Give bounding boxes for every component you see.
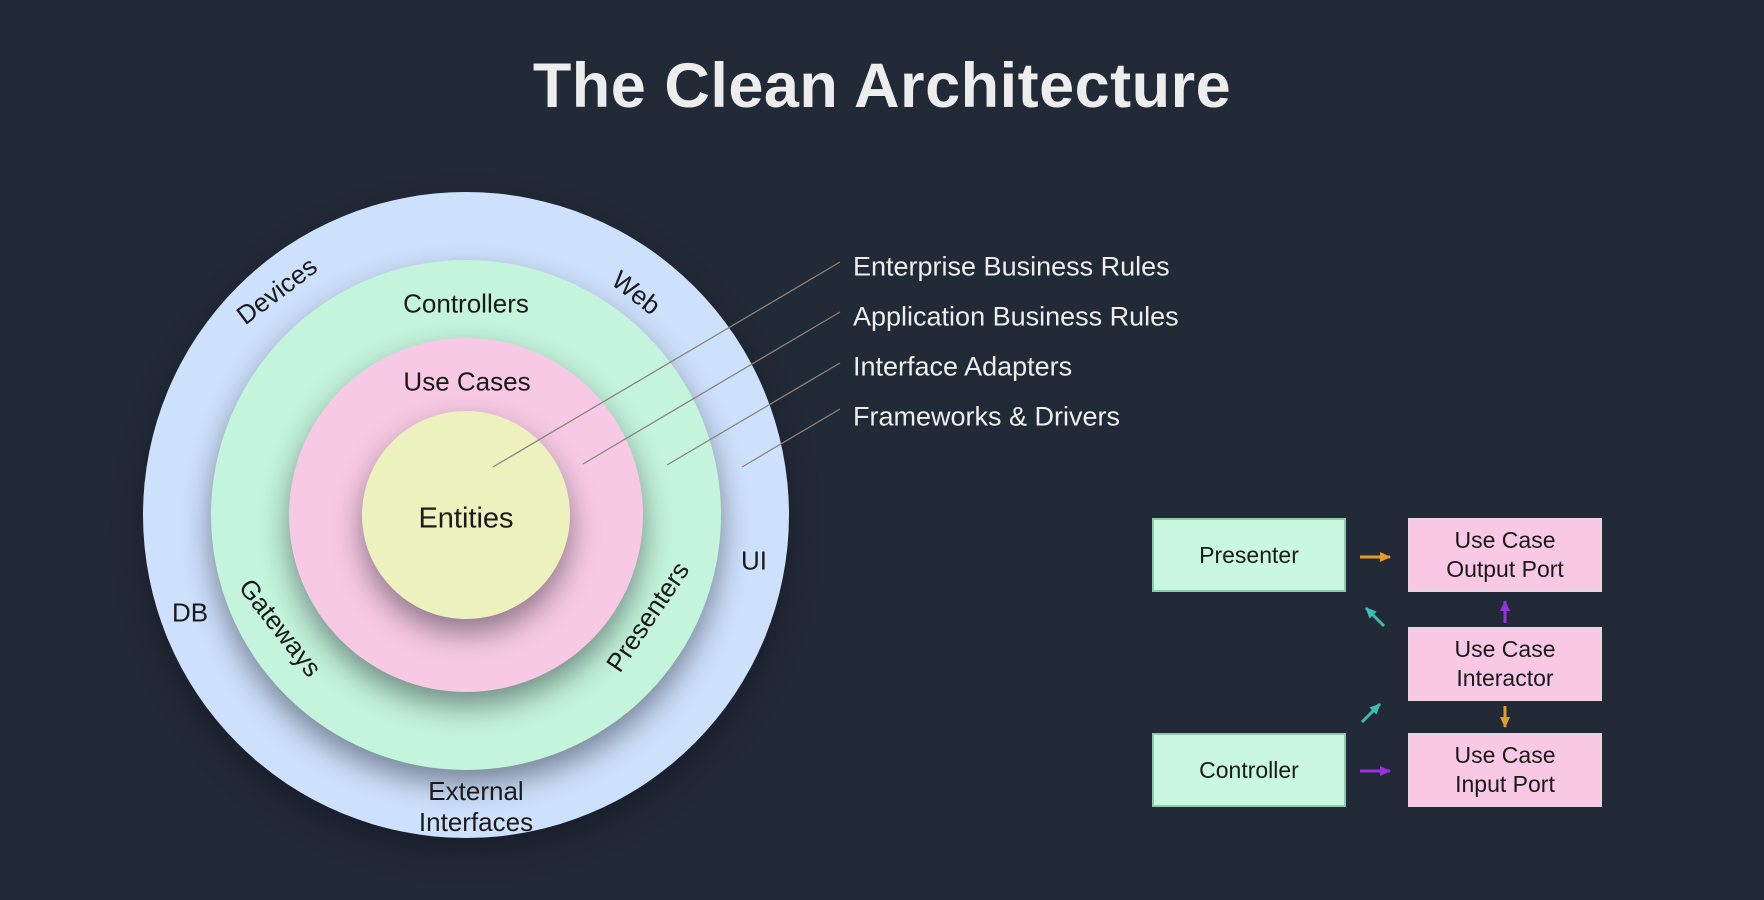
flow-box-controller: Controller	[1152, 733, 1346, 807]
legend-enterprise-business-rules: Enterprise Business Rules	[853, 251, 1170, 282]
label-external-interfaces: External Interfaces	[418, 776, 534, 837]
page-title: The Clean Architecture	[532, 51, 1232, 121]
flow-box-use-case-output-port: Use Case Output Port	[1408, 518, 1602, 592]
flow-box-use-case-input-port: Use Case Input Port	[1408, 733, 1602, 807]
legend-application-business-rules: Application Business Rules	[853, 301, 1179, 332]
legend-frameworks-drivers: Frameworks & Drivers	[853, 401, 1121, 432]
legend-interface-adapters: Interface Adapters	[853, 351, 1073, 382]
label-use-cases: Use Cases	[403, 366, 531, 397]
arrow-interactor-to-presenter	[1364, 606, 1386, 628]
arrow-input-port-to-interactor	[1360, 702, 1382, 724]
label-ui: UI	[741, 545, 767, 576]
flow-box-use-case-interactor: Use Case Interactor	[1408, 627, 1602, 701]
label-entities: Entities	[418, 502, 514, 535]
flow-box-presenter: Presenter	[1152, 518, 1346, 592]
label-controllers: Controllers	[403, 288, 529, 319]
label-db: DB	[171, 597, 209, 628]
